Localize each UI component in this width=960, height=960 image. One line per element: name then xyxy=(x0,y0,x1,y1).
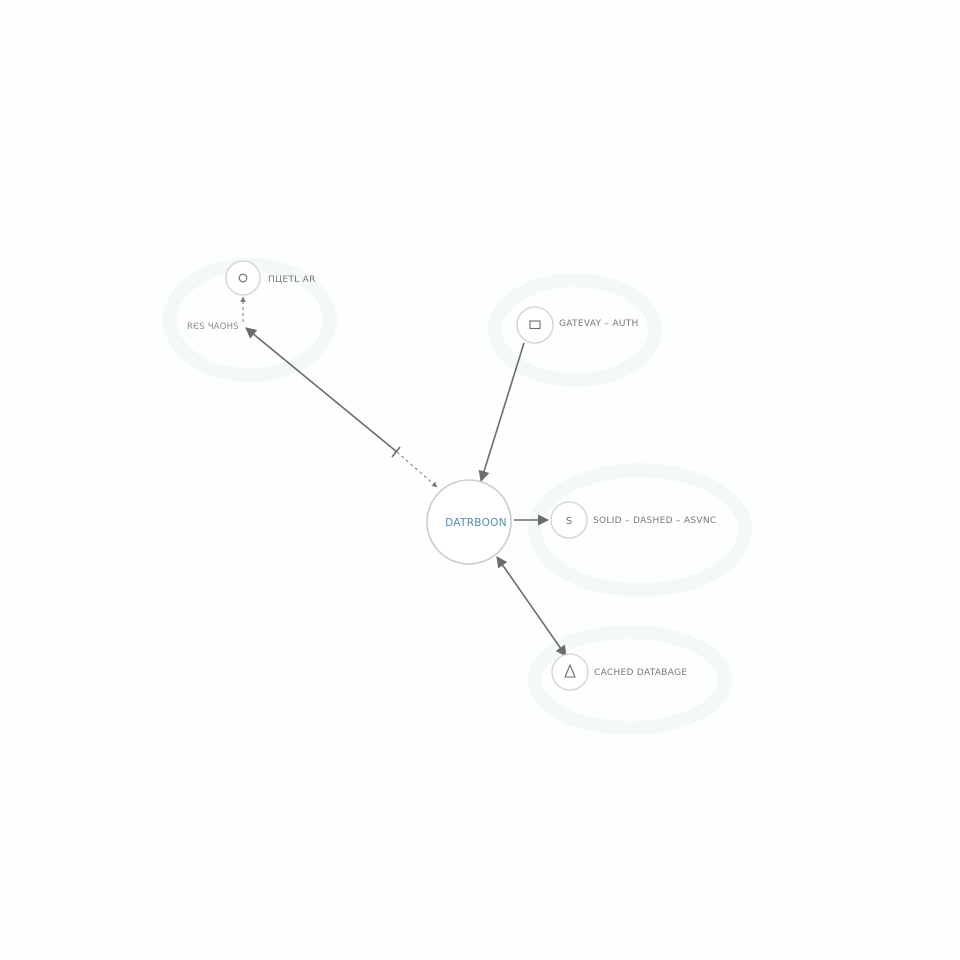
edge-hub-cached xyxy=(496,556,567,657)
s-letter-icon: S xyxy=(566,516,572,527)
edge-topleft-hub xyxy=(245,327,398,453)
node-label-top-left: ПЦЕТL AR xyxy=(268,275,316,285)
node-label-gateway: GATEVAY – AUTH xyxy=(559,319,639,329)
node-label-cached: CACHED DATABAGE xyxy=(594,668,687,678)
node-solid[interactable]: S SOLID – DASHED – ASVNC xyxy=(550,501,717,539)
edges xyxy=(240,296,567,657)
square-icon xyxy=(529,320,541,330)
edge-gateway-hub xyxy=(478,342,525,483)
node-gateway[interactable]: GATEVAY – AUTH xyxy=(516,306,639,344)
edge-label-top-left: RЄS ЧАОНЅ xyxy=(187,322,239,332)
node-top-left[interactable]: ПЦЕТL AR xyxy=(225,260,316,296)
edge-tick-mark xyxy=(391,446,401,458)
hub-label: DATRBOON xyxy=(445,517,507,529)
hub-node[interactable]: DATRBOON xyxy=(426,479,512,565)
circle-icon xyxy=(238,273,248,283)
node-label-solid: SOLID – DASHED – ASVNC xyxy=(593,516,717,526)
triangle-icon xyxy=(564,663,576,678)
node-cached[interactable]: CACHED DATABAGE xyxy=(551,653,687,691)
edge-topleft-hub-dashed xyxy=(396,451,438,488)
